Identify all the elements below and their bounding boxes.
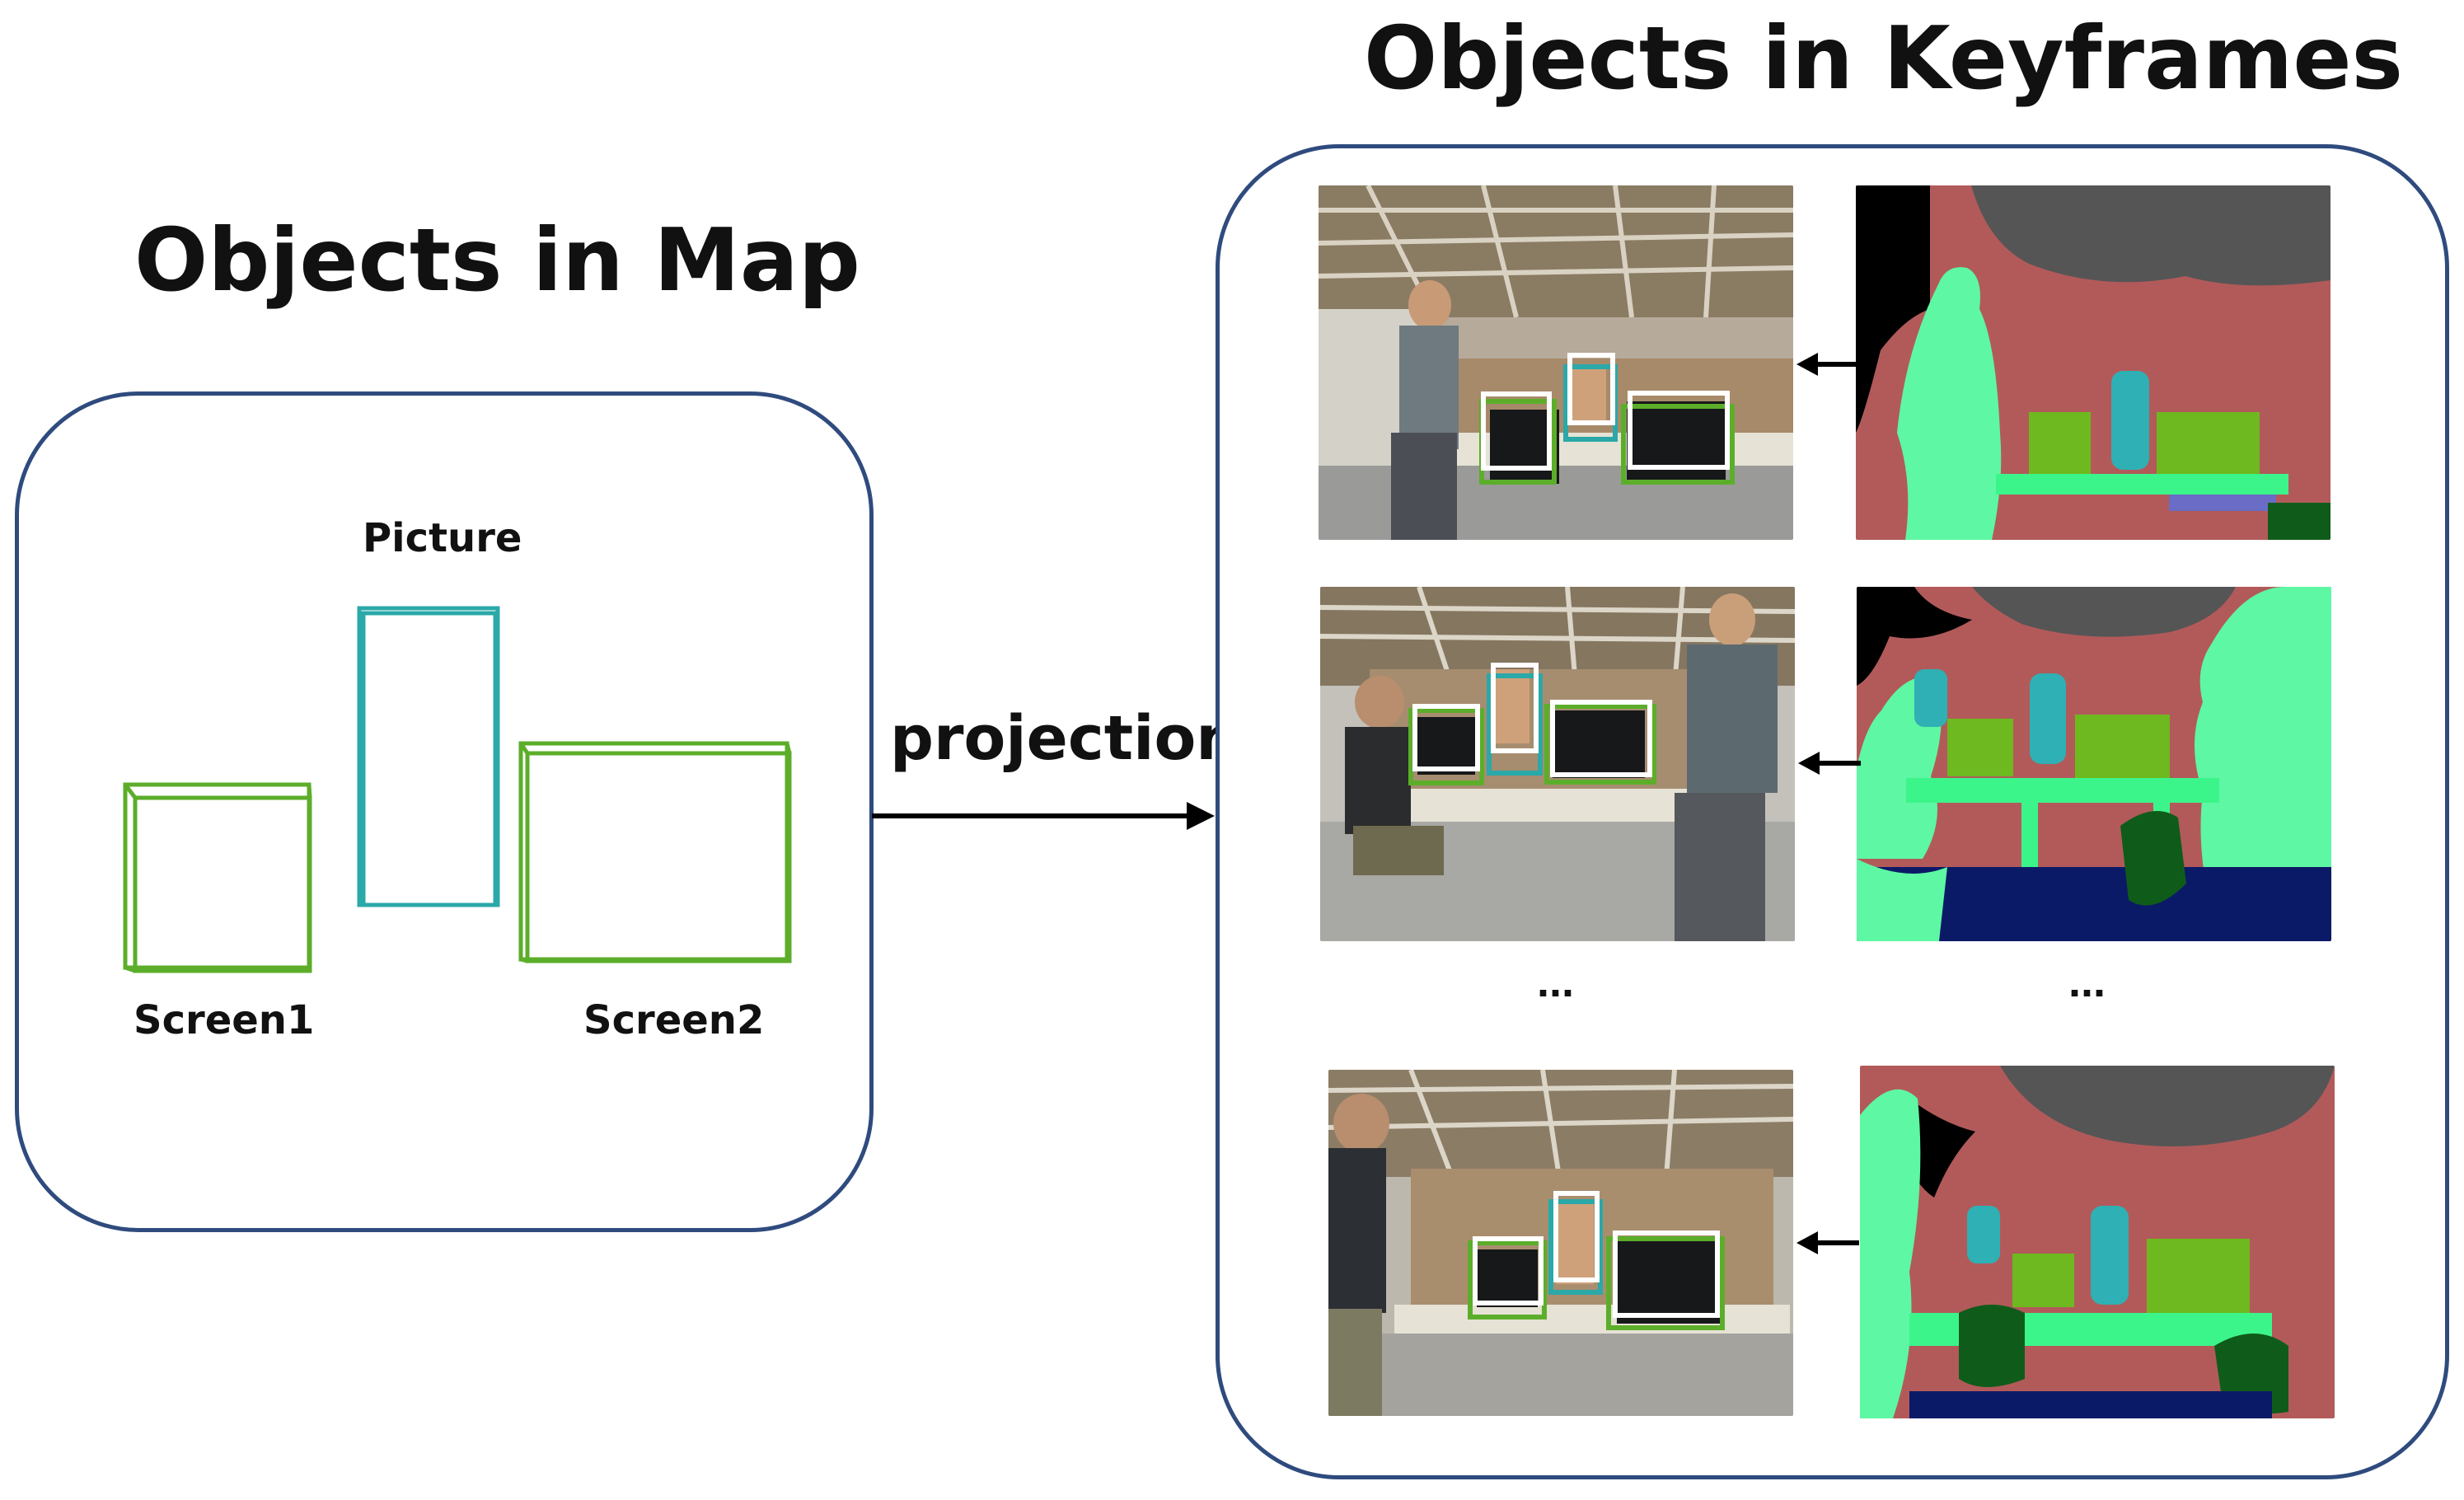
seg-to-rgb-arrow-1 — [1796, 353, 1859, 376]
ellipsis-seg: ... — [2068, 957, 2106, 1006]
map-panel — [15, 391, 874, 1232]
seg-to-rgb-arrow-3 — [1796, 1231, 1859, 1254]
map-title: Objects in Map — [134, 210, 860, 311]
ellipsis-rgb: ... — [1537, 957, 1575, 1006]
screen2-box — [518, 741, 792, 963]
screen2-label: Screen2 — [583, 997, 765, 1043]
seg-to-rgb-arrow-2 — [1798, 752, 1861, 775]
projection-arrow — [872, 802, 1215, 830]
keyframe-seg-2 — [1857, 587, 2331, 941]
map-3d-boxes — [123, 606, 792, 973]
picture-label: Picture — [363, 515, 522, 561]
screen1-box — [123, 782, 312, 973]
keyframe-rgb-3 — [1328, 1070, 1793, 1416]
keyframe-rgb-1 — [1319, 185, 1793, 540]
keyframe-seg-1 — [1856, 185, 2330, 540]
keyframe-seg-3 — [1860, 1066, 2335, 1418]
keyframe-rgb-2 — [1320, 587, 1795, 941]
projection-label: projection — [890, 703, 1239, 774]
screen1-label: Screen1 — [134, 997, 315, 1043]
keyframes-title: Objects in Keyframes — [1364, 8, 2404, 109]
picture-box — [357, 606, 500, 907]
